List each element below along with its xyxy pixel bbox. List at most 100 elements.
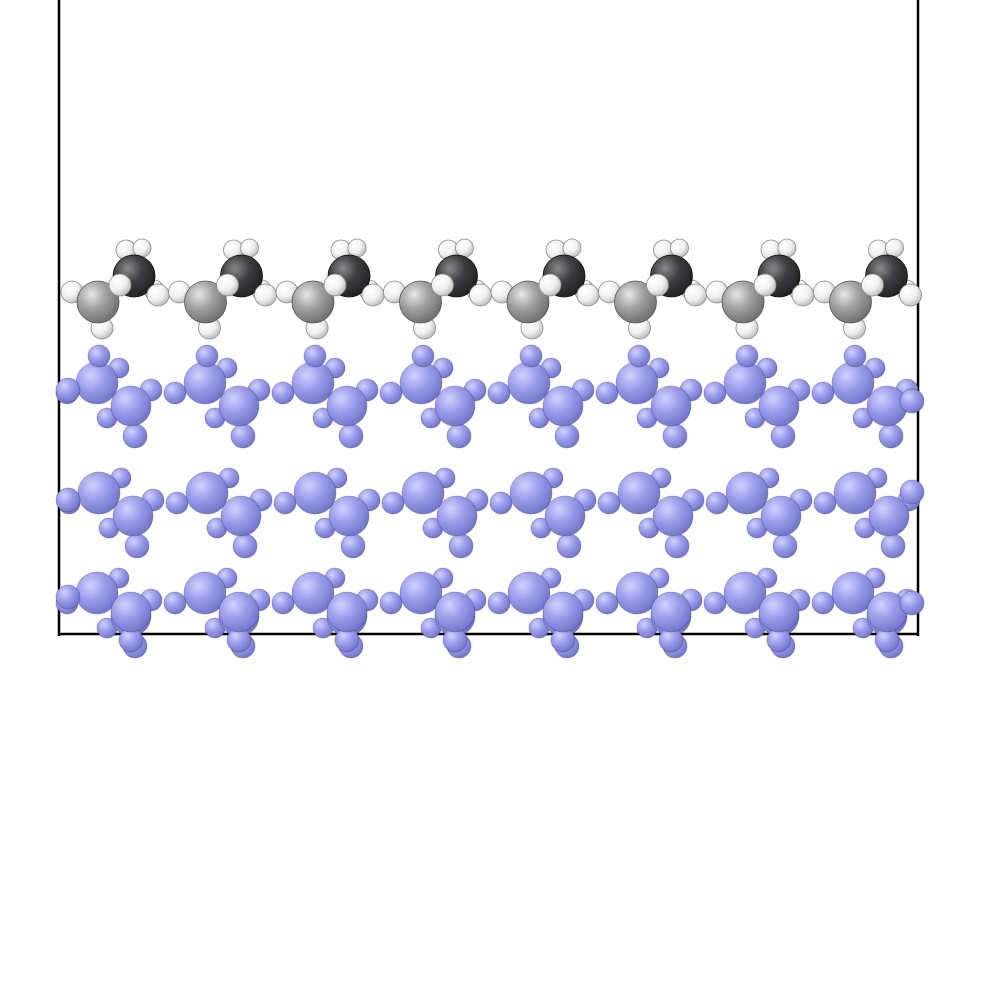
slab-atom-small xyxy=(880,533,906,559)
slab-atom-large xyxy=(617,471,661,515)
slab-atom-large xyxy=(831,361,875,405)
slab-atom-large xyxy=(723,361,767,405)
slab-atom-small xyxy=(271,381,295,405)
slab-atom-small xyxy=(165,491,189,515)
slab-atom-small xyxy=(379,381,403,405)
hydrogen-atom xyxy=(132,238,152,258)
slab-atom-large xyxy=(868,495,910,537)
carbon-atom-light xyxy=(721,280,765,324)
slab-atom-small xyxy=(770,423,796,449)
slab-atom-large xyxy=(183,571,227,615)
slab-atom-small xyxy=(595,591,619,615)
slab-atom-large xyxy=(110,591,152,633)
slab-atom-small xyxy=(703,381,727,405)
slab-atom-small xyxy=(705,491,729,515)
slab-atom-small xyxy=(899,388,925,414)
slab-atom-small xyxy=(55,584,81,610)
slab-atom-small xyxy=(811,381,835,405)
hydrogen-atom xyxy=(576,283,600,307)
hydrogen-atom xyxy=(777,238,797,258)
slab-atom-large xyxy=(220,495,262,537)
slab-atom-small xyxy=(163,381,187,405)
slab-atom-small xyxy=(813,491,837,515)
slab-atom-small xyxy=(381,491,405,515)
hydrogen-atom xyxy=(562,238,582,258)
slab-atom-large xyxy=(725,471,769,515)
slab-atom-small xyxy=(338,423,364,449)
slab-atom-large xyxy=(112,495,154,537)
slab-atom-small xyxy=(271,591,295,615)
slab-atom-small xyxy=(230,423,256,449)
slab-atom-large xyxy=(434,385,476,427)
slab-atom-small xyxy=(489,491,513,515)
hydrogen-atom xyxy=(108,273,132,297)
hydrogen-atom xyxy=(684,283,707,307)
carbon-atom-light xyxy=(506,280,550,324)
carbon-atom-light xyxy=(829,280,872,324)
slab-atom-large xyxy=(509,471,553,515)
slab-atom-small xyxy=(595,381,619,405)
hydrogen-atom xyxy=(899,283,922,307)
slab-atom-small xyxy=(195,344,219,368)
slab-atom-small xyxy=(554,423,580,449)
slab-atom-small xyxy=(124,533,150,559)
hydrogen-atom xyxy=(538,273,562,297)
slab-atom-small xyxy=(122,423,148,449)
slab-atom-small xyxy=(772,533,798,559)
hydrogen-atom xyxy=(361,283,385,307)
slab-atom-small xyxy=(597,491,621,515)
hydrogen-atom xyxy=(455,238,474,258)
hydrogen-atom xyxy=(240,238,259,258)
slab-atom-large xyxy=(615,361,659,405)
carbon-atom-light xyxy=(291,280,335,324)
slab-atom-large xyxy=(831,571,875,615)
carbon-atom-light xyxy=(399,280,442,324)
carbon-atom-light xyxy=(614,280,657,324)
slab-atom-large xyxy=(293,471,337,515)
slab-atom-large xyxy=(218,385,260,427)
slab-atom-small xyxy=(811,591,835,615)
carbon-atom-light xyxy=(76,280,120,324)
slab-atom-small xyxy=(735,344,759,368)
slab-atom-large xyxy=(650,385,692,427)
slab-atom-large xyxy=(507,361,551,405)
slab-atom-small xyxy=(662,423,688,449)
slab-atom-small xyxy=(55,487,81,513)
slab-atom-large xyxy=(328,495,370,537)
slab-atom-small xyxy=(556,533,582,559)
slab-atom-large xyxy=(77,471,121,515)
slab-atom-large xyxy=(183,361,227,405)
slab-atom-large xyxy=(544,495,586,537)
slab-atom-small xyxy=(87,344,111,368)
slab-atom-small xyxy=(664,533,690,559)
adsorbate-chains xyxy=(60,238,922,340)
slab-atom-large xyxy=(75,361,119,405)
slab-atom-small xyxy=(843,344,867,368)
hydrogen-atom xyxy=(254,283,277,307)
slab-atom-large xyxy=(758,591,800,633)
slab-atom-small xyxy=(232,533,258,559)
slab-atom-large xyxy=(218,591,260,633)
slab-atom-large xyxy=(436,495,478,537)
slab-atom-large xyxy=(542,385,584,427)
slab-atom-large xyxy=(650,591,692,633)
slab-atom-large xyxy=(326,385,368,427)
slab-atom-small xyxy=(627,344,651,368)
hydrogen-atom xyxy=(431,273,454,297)
slab-atom-small xyxy=(519,344,543,368)
slab-atom-large xyxy=(760,495,802,537)
slab-atom-small xyxy=(703,591,727,615)
slab-atom-large xyxy=(652,495,694,537)
hydrogen-atom xyxy=(347,238,367,258)
slab-atom-large xyxy=(723,571,767,615)
hydrogen-atom xyxy=(670,238,689,258)
substrate-slab xyxy=(55,344,925,659)
slab-atom-small xyxy=(446,423,472,449)
slab-atom-small xyxy=(163,591,187,615)
slab-atom-large xyxy=(542,591,584,633)
hydrogen-atom xyxy=(646,273,669,297)
slab-atom-small xyxy=(899,590,925,616)
slab-atom-large xyxy=(326,591,368,633)
slab-atom-small xyxy=(899,479,925,505)
